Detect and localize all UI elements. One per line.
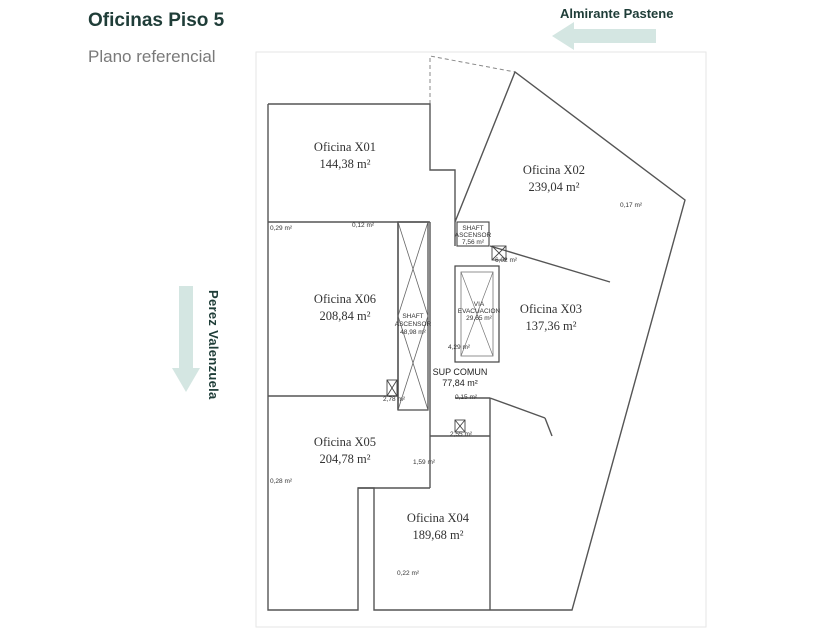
evac-area: 29,65 m²	[466, 315, 492, 322]
small-area-label: 0,17 m²	[620, 202, 643, 209]
small-area-label: 0,15 m²	[455, 394, 478, 401]
street-label-top: Almirante Pastene	[560, 6, 674, 21]
office-x03-name: Oficina X03	[520, 302, 582, 316]
office-x01-area: 144,38 m²	[320, 157, 371, 171]
duct-boxes	[386, 245, 507, 433]
small-area-label: 0,22 m²	[397, 570, 420, 577]
small-shaft-area: 7,56 m²	[462, 239, 485, 246]
small-shaft-label-2: ASCENSOR	[455, 232, 492, 239]
office-x03-area: 137,36 m²	[526, 319, 577, 333]
evac-label-2: EVACUACION	[458, 308, 501, 315]
small-area-label: 0,29 m²	[270, 225, 293, 232]
main-shaft-label: SHAFT	[402, 313, 423, 320]
common-area-label: SUP COMUN	[433, 367, 488, 377]
small-shaft-label: SHAFT	[462, 225, 483, 232]
office-x05-area: 204,78 m²	[320, 452, 371, 466]
arrow-left-icon	[552, 22, 656, 50]
page-title: Oficinas Piso 5	[88, 10, 225, 31]
main-elevator-shaft	[397, 221, 429, 411]
office-x05-name: Oficina X05	[314, 435, 376, 449]
common-area-value: 77,84 m²	[442, 378, 478, 388]
main-shaft-label-2: ASCENSOR	[395, 321, 432, 328]
page-subtitle: Plano referencial	[88, 47, 216, 66]
small-area-label: 6,02 m²	[495, 257, 518, 264]
evac-label: VIA	[474, 301, 485, 308]
small-area-label: 4,29 m²	[448, 344, 471, 351]
office-x04-name: Oficina X04	[407, 511, 470, 525]
small-area-label: 2,55 m²	[450, 431, 473, 438]
office-x01-name: Oficina X01	[314, 140, 376, 154]
main-shaft-area: 48,98 m²	[400, 329, 426, 336]
office-x06-name: Oficina X06	[314, 292, 376, 306]
office-x04-area: 189,68 m²	[413, 528, 464, 542]
street-label-left: Perez Valenzuela	[206, 290, 221, 400]
office-x02-name: Oficina X02	[523, 163, 585, 177]
small-elevator-shaft	[456, 221, 490, 247]
office-x06-area: 208,84 m²	[320, 309, 371, 323]
small-area-label: 2,78 m²	[383, 396, 406, 403]
office-x02-area: 239,04 m²	[529, 180, 580, 194]
plan-frame	[255, 51, 707, 628]
small-area-label: 0,28 m²	[270, 478, 293, 485]
small-area-label: 1,59 m²	[413, 459, 436, 466]
arrow-down-icon	[172, 286, 200, 392]
roof-line	[429, 55, 516, 104]
evacuation-stair	[454, 265, 500, 363]
small-area-label: 0,12 m²	[352, 222, 375, 229]
